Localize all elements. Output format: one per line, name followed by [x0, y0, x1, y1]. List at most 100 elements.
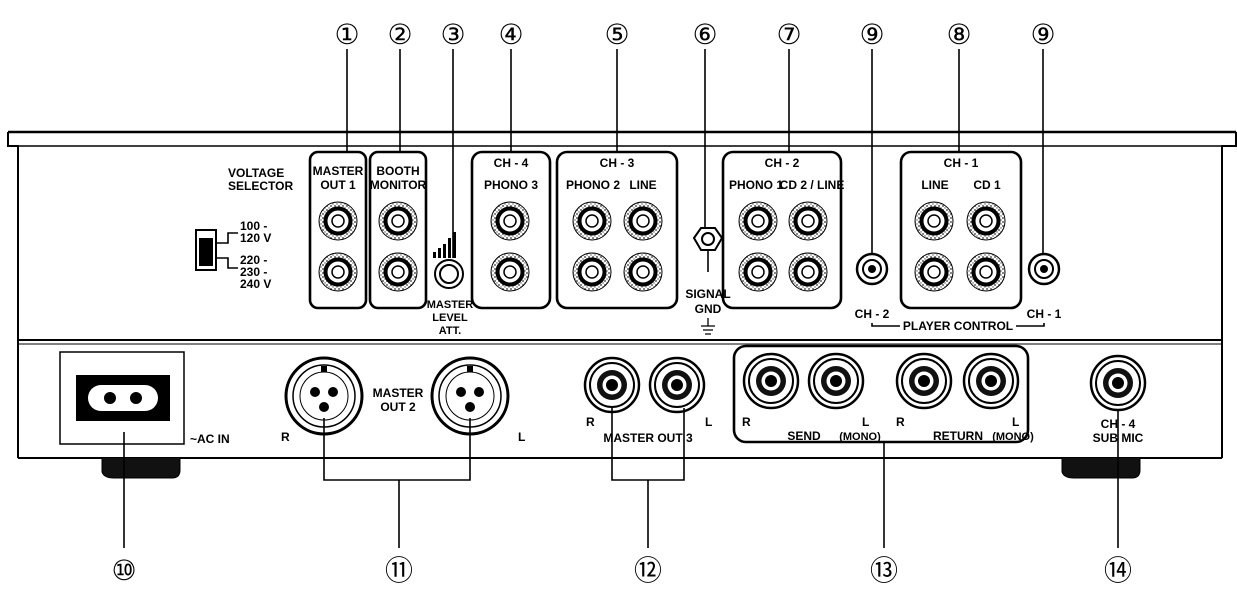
master-out-2-label-1: MASTER — [373, 386, 424, 400]
volt-220-label: 220 - — [240, 253, 267, 267]
phono2-label: PHONO 2 — [566, 178, 620, 192]
volt-240-label: 240 V — [240, 277, 271, 291]
ch1-group: CH - 1 LINE CD 1 — [899, 150, 1023, 310]
voltage-selector[interactable]: VOLTAGE SELECTOR 100 - 120 V 220 - 230 -… — [195, 166, 293, 291]
volt-100-label: 100 - — [240, 219, 267, 233]
callout-14: ⑭ — [1104, 555, 1132, 586]
master-out-3-l-label: L — [705, 415, 712, 429]
booth-monitor-label-1: BOOTH — [376, 164, 419, 178]
return-mono-label: (MONO) — [992, 431, 1034, 443]
ch4-phono3-l-jack[interactable] — [489, 200, 531, 242]
callout-4: ④ — [498, 19, 523, 50]
callout-3: ③ — [440, 19, 465, 50]
ch4-phono3-r-jack[interactable] — [489, 251, 531, 293]
callout-7: ⑦ — [776, 19, 801, 50]
voltage-selector-label-1: VOLTAGE — [228, 166, 284, 180]
player-control-ch1[interactable] — [1027, 252, 1061, 286]
callout-9-right: ⑨ — [1030, 19, 1055, 50]
ch4-sub-mic-jack[interactable] — [1089, 354, 1147, 412]
phono1-label: PHONO 1 — [729, 178, 783, 192]
ch4-label: CH - 4 — [494, 156, 529, 170]
master-out-3-r-label: R — [586, 415, 595, 429]
ch2-cd2-l-jack[interactable] — [787, 200, 829, 242]
ch1-label: CH - 1 — [944, 156, 979, 170]
return-l-label: L — [1012, 415, 1019, 429]
ch3-phono2-l-jack[interactable] — [571, 200, 613, 242]
signal-gnd-label-2: GND — [695, 302, 722, 316]
booth-monitor-r-jack[interactable] — [377, 251, 419, 293]
send-l-jack[interactable] — [807, 352, 865, 410]
volt-230-label: 230 - — [240, 265, 267, 279]
callout-10: ⑩ — [111, 555, 136, 586]
ch2-label: CH - 2 — [765, 156, 800, 170]
send-r-jack[interactable] — [742, 352, 800, 410]
ch1-line-label: LINE — [921, 178, 948, 192]
send-r-label: R — [742, 415, 751, 429]
ch3-phono2-r-jack[interactable] — [571, 251, 613, 293]
player-control-ch2[interactable] — [855, 252, 889, 286]
master-out-1-label-1: MASTER — [313, 164, 364, 178]
ch3-line-l-jack[interactable] — [622, 200, 664, 242]
master-out-3-l-jack[interactable] — [648, 356, 706, 414]
callout-6: ⑥ — [692, 19, 717, 50]
master-out-1-label-2: OUT 1 — [320, 178, 356, 192]
master-out-3-label: MASTER OUT 3 — [603, 431, 693, 445]
return-l-jack[interactable] — [962, 352, 1020, 410]
ch1-cd1-r-jack[interactable] — [965, 251, 1007, 293]
master-level-att[interactable]: MASTER LEVEL ATT. — [427, 232, 474, 337]
callout-5: ⑤ — [604, 19, 629, 50]
callout-2: ② — [387, 19, 412, 50]
callout-1: ① — [334, 19, 359, 50]
master-out-2-r-label: R — [281, 430, 290, 444]
booth-monitor-label-2: MONITOR — [370, 178, 427, 192]
ch2-phono1-r-jack[interactable] — [737, 251, 779, 293]
return-r-jack[interactable] — [895, 352, 953, 410]
master-out-3-r-jack[interactable] — [583, 356, 641, 414]
callout-8: ⑧ — [946, 19, 971, 50]
send-return-group: R L R L SEND (MONO) RETURN (MONO) — [732, 344, 1034, 444]
ch4-group: CH - 4 PHONO 3 — [470, 150, 552, 310]
booth-monitor-l-jack[interactable] — [377, 200, 419, 242]
ch2-cd2-r-jack[interactable] — [787, 251, 829, 293]
ch1-line-r-jack[interactable] — [913, 251, 955, 293]
callout-numbers: ① ② ③ ④ ⑤ ⑥ ⑦ ⑨ ⑧ ⑨ ⑩ ⑪ ⑫ ⑬ ⑭ — [111, 19, 1132, 586]
ch1-cd1-l-jack[interactable] — [965, 200, 1007, 242]
callout-12: ⑫ — [634, 555, 662, 586]
ac-inlet[interactable]: ~AC IN — [59, 351, 230, 446]
signal-gnd[interactable]: SIGNAL GND — [685, 227, 731, 335]
chassis — [7, 130, 1237, 479]
callout-13: ⑬ — [870, 555, 898, 586]
callout-11: ⑪ — [385, 555, 413, 586]
ch3-group: CH - 3 PHONO 2 LINE — [555, 150, 679, 310]
ch3-line-label: LINE — [629, 178, 656, 192]
master-level-label-3: ATT. — [439, 325, 461, 337]
ch3-line-r-jack[interactable] — [622, 251, 664, 293]
master-out-1-l-jack[interactable] — [317, 200, 359, 242]
callout-9-left: ⑨ — [859, 19, 884, 50]
cd2-line-label: CD 2 / LINE — [780, 178, 845, 192]
send-label: SEND — [787, 429, 821, 443]
callout-leaders — [123, 49, 1119, 548]
player-control-ch2-label: CH - 2 — [855, 307, 890, 321]
master-out-2-group: MASTER OUT 2 R L — [281, 356, 525, 444]
master-out-1-r-jack[interactable] — [317, 251, 359, 293]
booth-monitor-group: BOOTH MONITOR — [368, 150, 428, 310]
master-out-2-l-label: L — [518, 430, 525, 444]
ch2-phono1-l-jack[interactable] — [737, 200, 779, 242]
send-mono-label: (MONO) — [839, 431, 881, 443]
volt-120-label: 120 V — [240, 231, 271, 245]
ch1-line-l-jack[interactable] — [913, 200, 955, 242]
master-level-label-2: LEVEL — [432, 312, 468, 324]
master-out-2-label-2: OUT 2 — [380, 400, 416, 414]
master-out-1-group: MASTER OUT 1 — [308, 150, 368, 310]
return-label: RETURN — [933, 429, 983, 443]
player-control-ch1-label: CH - 1 — [1027, 307, 1062, 321]
cd1-label: CD 1 — [973, 178, 1001, 192]
master-level-label-1: MASTER — [427, 299, 474, 311]
voltage-selector-label-2: SELECTOR — [228, 179, 293, 193]
return-r-label: R — [896, 415, 905, 429]
player-control-labels: CH - 2 CH - 1 PLAYER CONTROL — [855, 307, 1062, 333]
player-control-label: PLAYER CONTROL — [903, 319, 1013, 333]
ch3-label: CH - 3 — [600, 156, 635, 170]
phono3-label: PHONO 3 — [484, 178, 538, 192]
